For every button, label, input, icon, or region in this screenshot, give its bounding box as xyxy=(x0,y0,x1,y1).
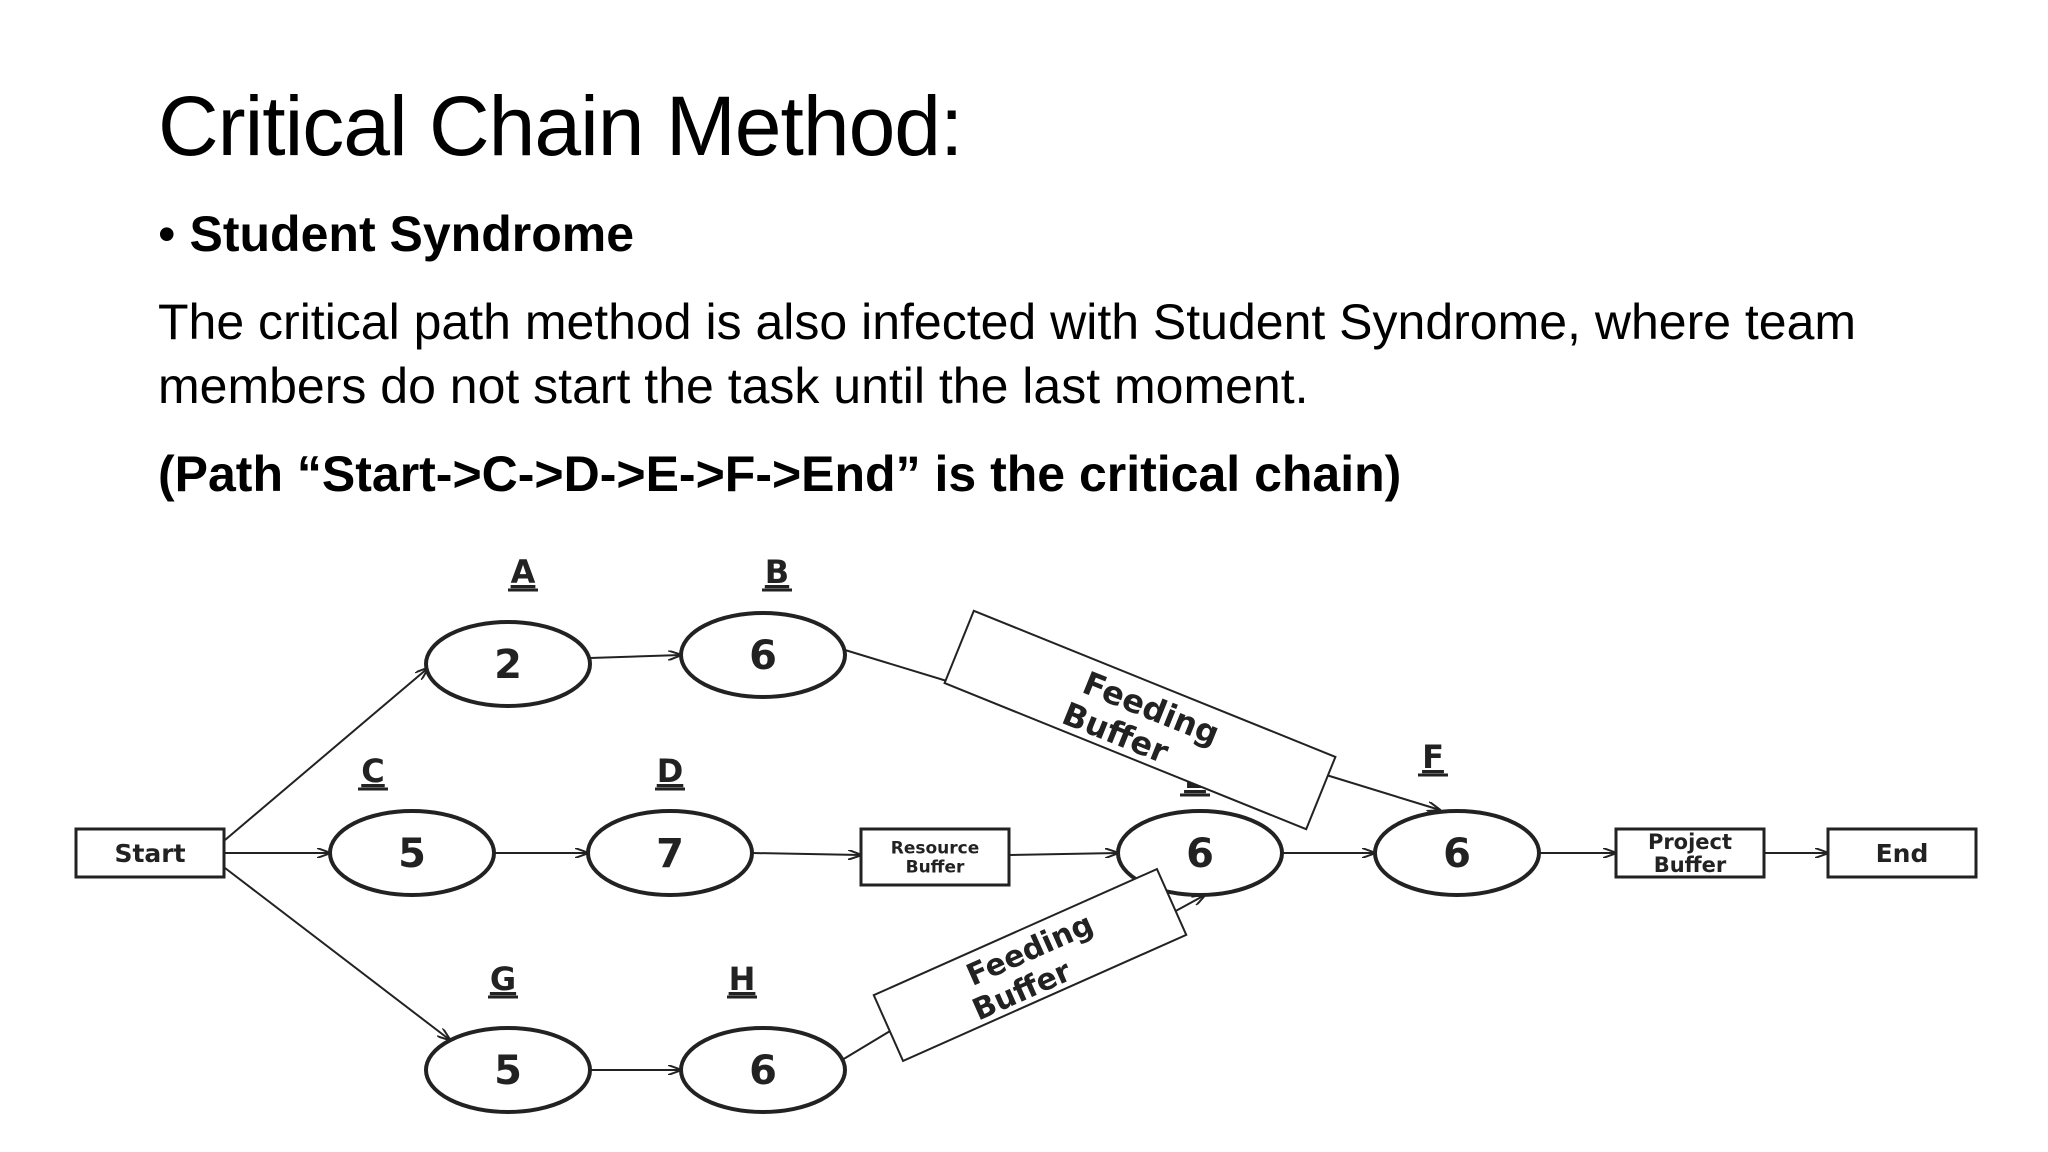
task-a-label: A xyxy=(511,553,536,591)
task-f-label: F xyxy=(1422,738,1444,776)
task-b-node xyxy=(679,611,847,699)
end-box-label: End xyxy=(1876,839,1929,868)
task-d-duration: 7 xyxy=(656,831,684,877)
start-box-outline xyxy=(74,827,226,879)
task-c: 5C xyxy=(328,752,496,897)
task-f-duration: 6 xyxy=(1443,831,1471,877)
project-buffer-box-outline xyxy=(1614,827,1766,879)
task-d-label: D xyxy=(657,752,684,790)
task-h-duration: 6 xyxy=(749,1048,777,1094)
critical-chain-note: (Path “Start->C->D->E->F->End” is the cr… xyxy=(158,446,1402,502)
task-e-duration: 6 xyxy=(1186,831,1214,877)
start-box: Start xyxy=(74,827,226,879)
resource-buffer-box-label: Resource xyxy=(891,838,980,858)
body-paragraph: The critical path method is also infecte… xyxy=(158,294,1857,414)
project-buffer-box-label: Buffer xyxy=(1654,853,1727,877)
task-c-duration: 5 xyxy=(398,831,426,877)
resource-buffer-box-outline xyxy=(859,827,1011,887)
start-box-label: Start xyxy=(114,839,185,868)
resource-buffer-box-label: Buffer xyxy=(906,857,965,877)
task-a-duration: 2 xyxy=(494,642,522,688)
edge-start-to-A xyxy=(224,668,428,841)
task-h-node xyxy=(679,1026,847,1114)
task-d-node xyxy=(586,809,754,897)
task-g-duration: 5 xyxy=(494,1048,522,1094)
edge-fb-top-to-F xyxy=(1309,769,1440,810)
end-box-outline xyxy=(1826,827,1978,879)
task-g-node xyxy=(424,1026,592,1114)
task-b-label: B xyxy=(765,553,789,591)
task-a: 2A xyxy=(424,553,592,708)
project-buffer-box-label: Project xyxy=(1648,830,1732,854)
edge-start-to-G xyxy=(224,867,450,1040)
edge-B-to-fb-top xyxy=(844,649,961,686)
slide-title: Critical Chain Method: xyxy=(158,79,963,173)
bullet-glyph: • xyxy=(158,206,176,262)
task-f: 6F xyxy=(1373,738,1541,897)
task-h-label: H xyxy=(729,960,756,998)
task-c-label: C xyxy=(361,752,384,790)
task-c-node xyxy=(328,809,496,897)
task-b: 6B xyxy=(679,553,847,699)
edge-D-to-resource-buffer xyxy=(751,853,861,855)
bullet-text: Student Syndrome xyxy=(189,206,634,262)
task-b-duration: 6 xyxy=(749,633,777,679)
task-g-label: G xyxy=(490,960,516,998)
edge-A-to-B xyxy=(589,655,681,658)
task-h: 6H xyxy=(679,960,847,1114)
task-d: 7D xyxy=(586,752,754,897)
fb-bottom-outline xyxy=(872,867,1188,1063)
bullet-heading: •Student Syndrome xyxy=(158,205,634,263)
task-g: 5G xyxy=(424,960,592,1114)
edge-resource-buffer-to-E xyxy=(1008,853,1118,855)
fb-top-outline xyxy=(943,609,1337,831)
end-box: End xyxy=(1826,827,1978,879)
task-f-node xyxy=(1373,809,1541,897)
task-a-node xyxy=(424,620,592,708)
